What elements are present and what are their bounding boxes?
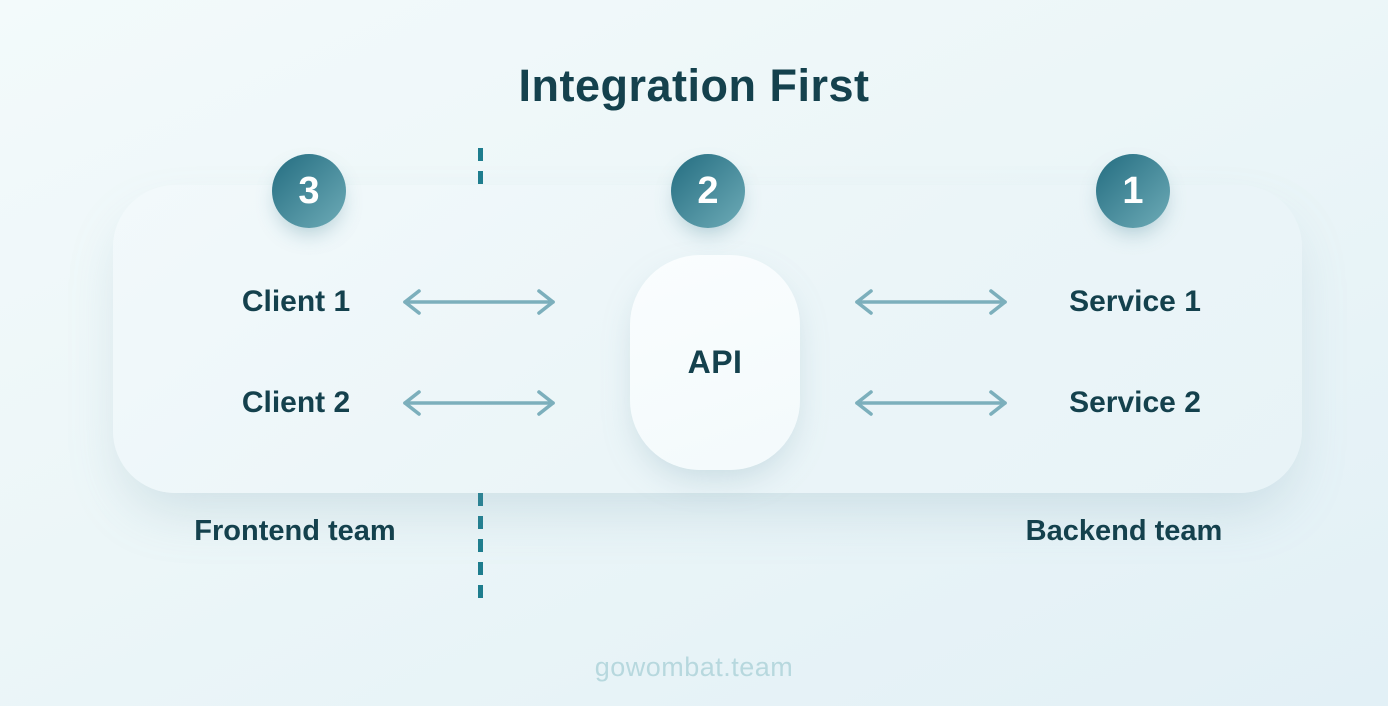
api-service2-double-arrow-icon (855, 390, 1007, 416)
frontend-team-label: Frontend team (194, 515, 396, 547)
api-node: API (630, 255, 800, 470)
api-service1-double-arrow-icon (855, 289, 1007, 315)
service-2-label: Service 2 (1069, 386, 1201, 419)
api-label: API (687, 344, 743, 380)
client2-api-double-arrow-icon (403, 390, 555, 416)
service-1-label: Service 1 (1069, 285, 1201, 318)
backend-team-label: Backend team (1025, 515, 1223, 547)
step-badge-3: 3 (272, 154, 346, 228)
client1-api-double-arrow-icon (403, 289, 555, 315)
step-number: 1 (1122, 169, 1144, 212)
client-1-label: Client 1 (241, 285, 351, 318)
watermark: gowombat.team (594, 652, 794, 682)
page-title: Integration First (518, 60, 870, 111)
step-number: 2 (697, 169, 719, 212)
step-badge-1: 1 (1096, 154, 1170, 228)
step-badge-2: 2 (671, 154, 745, 228)
step-number: 3 (298, 169, 320, 212)
client-2-label: Client 2 (241, 386, 351, 419)
